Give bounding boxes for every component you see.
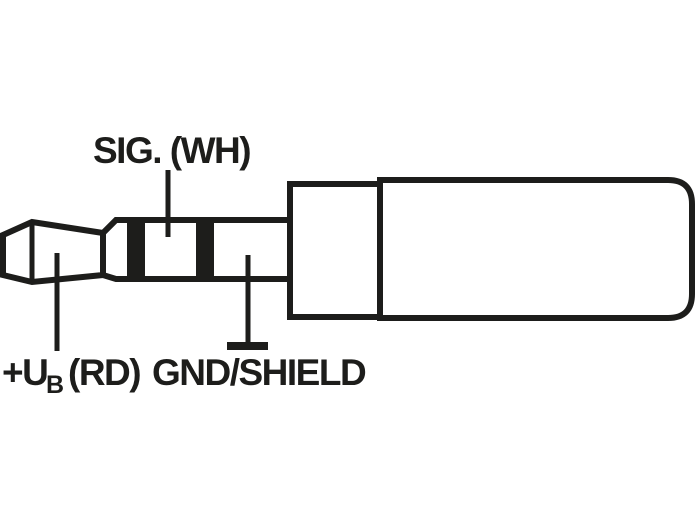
insulator-band-2 — [196, 217, 214, 282]
plug-body — [377, 177, 695, 321]
label-supply-subscript: B — [46, 371, 63, 399]
label-signal: SIG. (WH) — [93, 130, 250, 171]
label-supply-prefix: +U — [2, 352, 47, 393]
plug-tip — [0, 218, 106, 286]
insulator-band-1 — [127, 217, 145, 282]
label-ground: GND/SHIELD — [152, 352, 366, 393]
label-supply-suffix: (RD) — [68, 352, 140, 393]
plug-collar — [287, 181, 383, 320]
